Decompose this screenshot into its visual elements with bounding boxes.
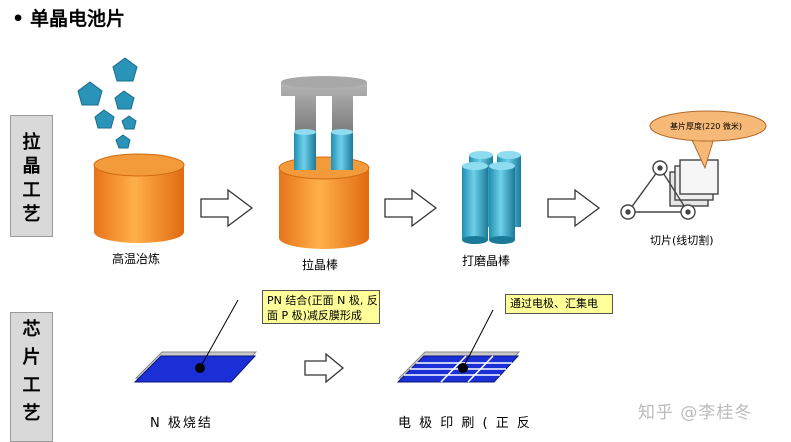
step-label-smelting: 高温冶炼 (112, 252, 161, 266)
pn-callout-line2: 面 P 极)减反膜形成 (267, 309, 362, 322)
row-label-char: 拉 (22, 132, 41, 153)
title-text: 单晶电池片 (30, 8, 126, 30)
electrode-callout: 通过电极、汇集电 (505, 294, 613, 314)
row-label-char: 片 (22, 347, 41, 368)
row-label-char: 工 (22, 180, 41, 201)
process-arrow-icon (547, 188, 601, 228)
row-label-char: 晶 (22, 156, 41, 177)
step-label-pulling: 拉晶棒 (302, 258, 339, 272)
row-label-char: 艺 (22, 204, 41, 225)
row-label-char: 工 (22, 375, 41, 396)
process-arrow-icon (200, 188, 254, 228)
melting-crucible-icon (93, 153, 185, 243)
pn-callout-line1: PN 结合(正面 N 极, 反 (267, 294, 378, 307)
step-label-cutting: 切片(线切割) (650, 234, 714, 247)
row-label-char: 艺 (22, 403, 41, 424)
step-label-printing: 电 极 印 刷 ( 正 反 (398, 416, 532, 431)
wafer-printed-icon (396, 351, 521, 383)
watermark: 知乎 @李桂冬 (638, 403, 753, 423)
step-label-sintering: N 极烧结 (150, 416, 213, 431)
wafer-sintering-icon (133, 351, 258, 383)
crystal-rod-icon (294, 129, 353, 170)
electrode-callout-pointer (462, 309, 494, 369)
thickness-callout-bubble (649, 110, 767, 170)
pulling-crucible-icon (278, 156, 370, 249)
step-label-grinding: 打磨晶棒 (462, 254, 511, 268)
process-arrow-icon (384, 188, 438, 228)
pn-junction-callout: PN 结合(正面 N 极, 反 面 P 极)减反膜形成 (262, 290, 380, 324)
page-title: •单晶电池片 (12, 4, 125, 31)
ground-ingots-icon (462, 151, 521, 244)
wire-saw-icon (620, 159, 719, 220)
row-label-crystal-pulling: 拉 晶 工 艺 (10, 115, 53, 237)
row-label-char: 芯 (22, 319, 41, 340)
pentagon-icon (77, 57, 138, 149)
electrode-callout-text: 通过电极、汇集电 (510, 297, 598, 310)
title-bullet: • (12, 8, 25, 30)
row-label-chip-process: 芯 片 工 艺 (10, 312, 53, 442)
pn-callout-pointer (199, 299, 239, 369)
puller-bracket-icon (281, 76, 367, 132)
thickness-callout-text: 基片厚度(220 微米) (670, 122, 743, 131)
process-arrow-icon (304, 352, 345, 384)
